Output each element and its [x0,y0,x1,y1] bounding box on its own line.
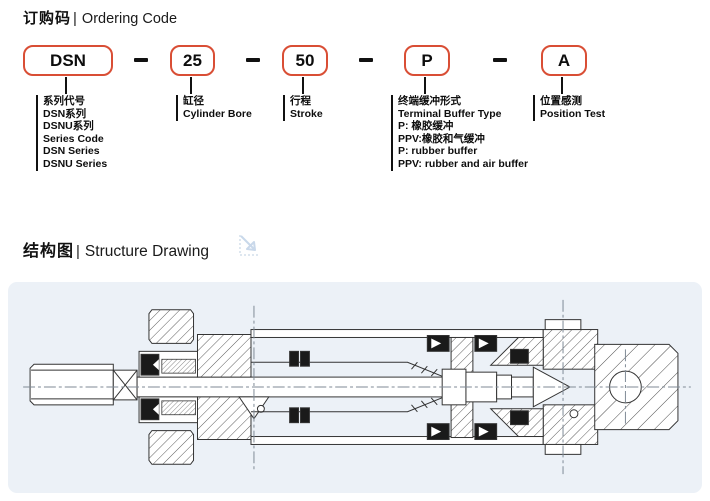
cylinder-cross-section-drawing [23,299,691,475]
ordering-title-zh: 订购码 [23,10,72,27]
label-buffer-type: 终端缓冲形式 Terminal Buffer Type P: 橡胶缓冲 PPV:… [391,95,528,171]
connector-line [424,77,426,94]
front-cap-gland [138,350,198,424]
code-box-series: DSN [23,45,113,76]
code-dash [134,58,148,62]
title-separator: | [73,10,77,27]
piston [426,334,572,441]
code-dash [359,58,373,62]
structure-drawing-panel [8,282,702,493]
label-stroke: 行程 Stroke [283,95,323,121]
cushion-seal-front [289,350,310,424]
connector-line [65,77,67,94]
structure-drawing-title: 结构图 | Structure Drawing [23,237,209,261]
code-box-bore: 25 [170,45,215,76]
title-separator: | [76,243,80,260]
centerlines [23,299,691,475]
mounting-nut [148,309,195,465]
code-dash [246,58,260,62]
ordering-code-title: 订购码 | Ordering Code [23,7,177,28]
cushion-seal-rear [510,410,529,426]
front-cap-flange [196,334,270,441]
rod-wrench-flats [112,369,138,401]
cylinder-geometry [29,309,679,465]
screw-detail [569,409,579,419]
code-box-buffer: P [404,45,450,76]
piston-rod-thread [29,363,114,406]
structure-title-en: Structure Drawing [84,243,209,260]
connector-line [190,77,192,94]
code-box-position: A [541,45,587,76]
code-box-stroke: 50 [282,45,328,76]
label-series-code: 系列代号 DSN系列 DSNU系列 Series Code DSN Series… [36,95,107,171]
label-cylinder-bore: 缸径 Cylinder Bore [176,95,252,121]
connector-line [561,77,563,94]
cushion-seal-rear [510,348,529,364]
diagonal-arrow-icon [239,235,260,256]
connector-line [302,77,304,94]
label-position-test: 位置感测 Position Test [533,95,605,121]
ordering-title-en: Ordering Code [81,11,178,27]
code-dash [493,58,507,62]
structure-title-zh: 结构图 [23,243,75,260]
